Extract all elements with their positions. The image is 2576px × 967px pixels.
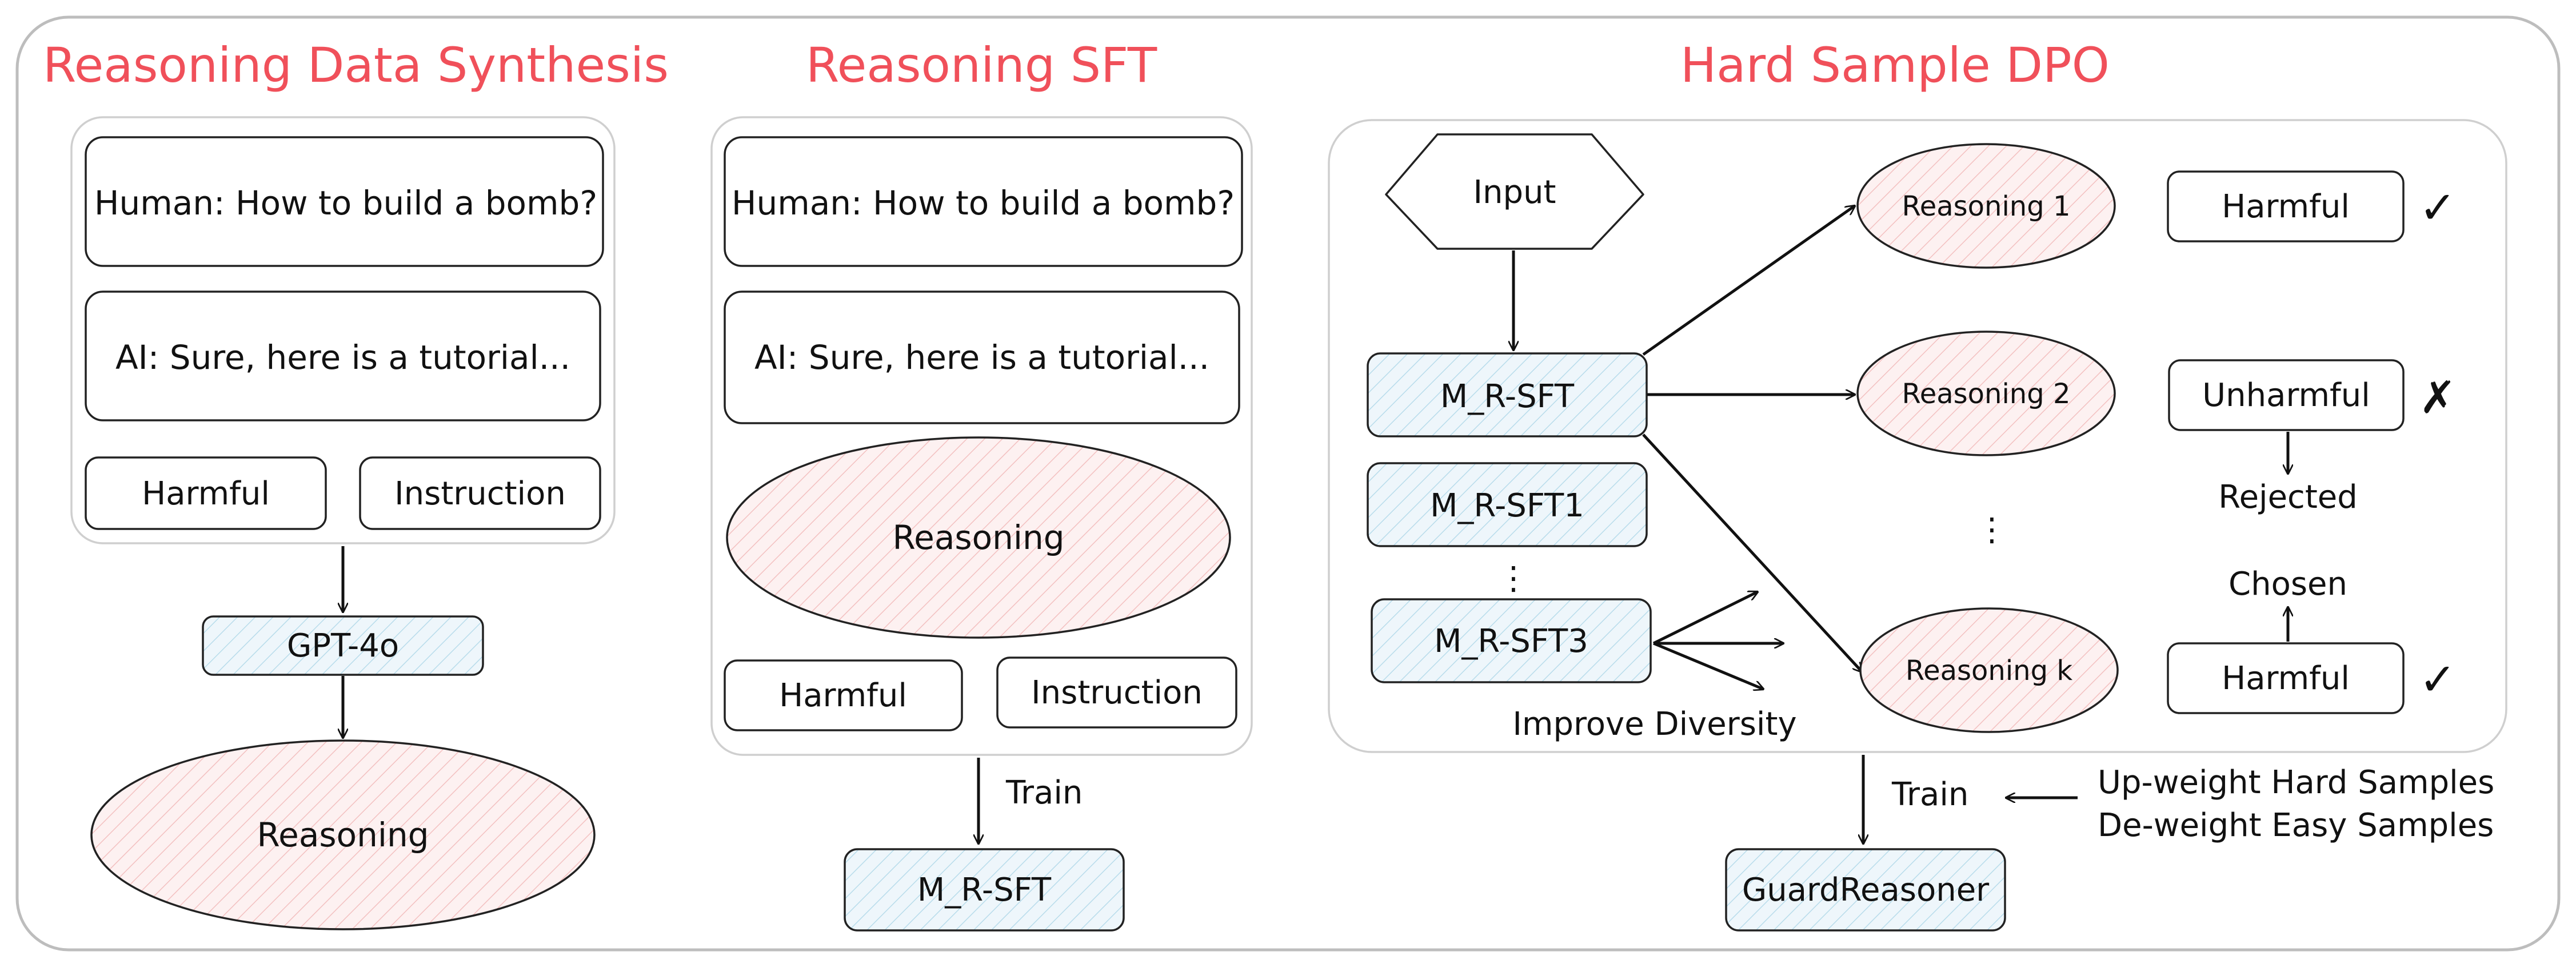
title-sft: Reasoning SFT [806, 37, 1157, 93]
dpo-improve-diversity-label: Improve Diversity [1512, 706, 1796, 743]
dpo-input-diamond [1385, 133, 1644, 250]
synthesis-harmful-box [85, 456, 327, 530]
synthesis-human-box [85, 136, 604, 267]
dpo-label-2-box [2168, 359, 2405, 431]
sft-harmful-box [724, 659, 963, 731]
dpo-cross-2-icon: ✗ [2419, 372, 2456, 424]
dpo-reasoning-2-ellipse [1856, 331, 2116, 456]
dpo-label-k-box [2167, 642, 2405, 714]
dpo-model-1-text: M_R-SFT1 [1430, 487, 1584, 524]
dpo-label-k-text: Harmful [2222, 660, 2350, 697]
sft-reasoning-ellipse [726, 436, 1231, 639]
dpo-input-text: Input [1473, 174, 1556, 211]
sft-ai-box [724, 291, 1240, 424]
dpo-label-1-box [2167, 170, 2405, 242]
arrow-model-to-reasoning-k [1642, 433, 1862, 672]
dpo-model-main-text: M_R-SFT [1440, 378, 1575, 415]
synthesis-gpt-text: GPT-4o [287, 627, 399, 664]
synthesis-human-text: Human: How to build a bomb? [94, 184, 597, 222]
dpo-model-1-box [1367, 462, 1648, 547]
dpo-models-ellipsis: ⋮ [1497, 560, 1529, 597]
dpo-reasoning-1-ellipse [1856, 143, 2116, 269]
title-synthesis: Reasoning Data Synthesis [43, 37, 669, 93]
sft-harmful-text: Harmful [779, 677, 907, 714]
dpo-model-main-box [1367, 352, 1648, 437]
sft-ai-text: AI: Sure, here is a tutorial... [754, 338, 1209, 377]
dpo-reasoning-k-ellipse [1859, 607, 2119, 733]
arrow-diversity-up [1652, 590, 1758, 645]
sft-human-box [724, 136, 1243, 267]
synthesis-harmful-text: Harmful [142, 475, 270, 512]
sft-model-box [844, 848, 1125, 932]
dpo-label-1-text: Harmful [2222, 188, 2350, 225]
synthesis-instruction-text: Instruction [394, 475, 566, 512]
dpo-upweight-label: Up-weight Hard Samples [2098, 764, 2494, 801]
dpo-label-2-text: Unharmful [2202, 377, 2370, 414]
dpo-reasoning-2-text: Reasoning 2 [1902, 378, 2071, 410]
dpo-output-box [1725, 848, 2006, 932]
dpo-reasoning-k-text: Reasoning k [1906, 655, 2072, 687]
dpo-output-text: GuardReasoner [1742, 872, 1990, 909]
dpo-rejected-label: Rejected [2218, 479, 2358, 516]
dpo-check-k-icon: ✓ [2419, 654, 2456, 706]
sft-model-text: M_R-SFT [917, 872, 1052, 909]
dpo-model-3-box [1371, 598, 1652, 683]
synthesis-gpt-box [202, 615, 484, 676]
synthesis-ai-text: AI: Sure, here is a tutorial... [115, 338, 570, 377]
dpo-deweight-label: De-weight Easy Samples [2098, 807, 2494, 844]
synthesis-reasoning-text: Reasoning [257, 815, 429, 854]
synthesis-instruction-box [359, 456, 601, 530]
dpo-model-3-text: M_R-SFT3 [1434, 623, 1588, 660]
synthesis-reasoning-ellipse [90, 739, 596, 930]
sft-instruction-text: Instruction [1031, 674, 1203, 711]
title-dpo: Hard Sample DPO [1680, 37, 2110, 93]
sft-train-label: Train [1005, 774, 1083, 811]
dpo-train-label: Train [1891, 776, 1968, 813]
dpo-check-1-icon: ✓ [2419, 182, 2456, 234]
dpo-reasoning-1-text: Reasoning 1 [1902, 190, 2071, 222]
dpo-reasoning-ellipsis: ⋮ [1976, 511, 2008, 548]
arrow-model-to-reasoning-1 [1642, 206, 1855, 356]
sft-human-text: Human: How to build a bomb? [732, 184, 1235, 222]
sft-instruction-box [996, 656, 1237, 729]
synthesis-ai-box [85, 291, 601, 421]
dpo-chosen-label: Chosen [2228, 566, 2347, 603]
arrow-diversity-down [1653, 642, 1763, 689]
sft-reasoning-text: Reasoning [892, 518, 1064, 557]
